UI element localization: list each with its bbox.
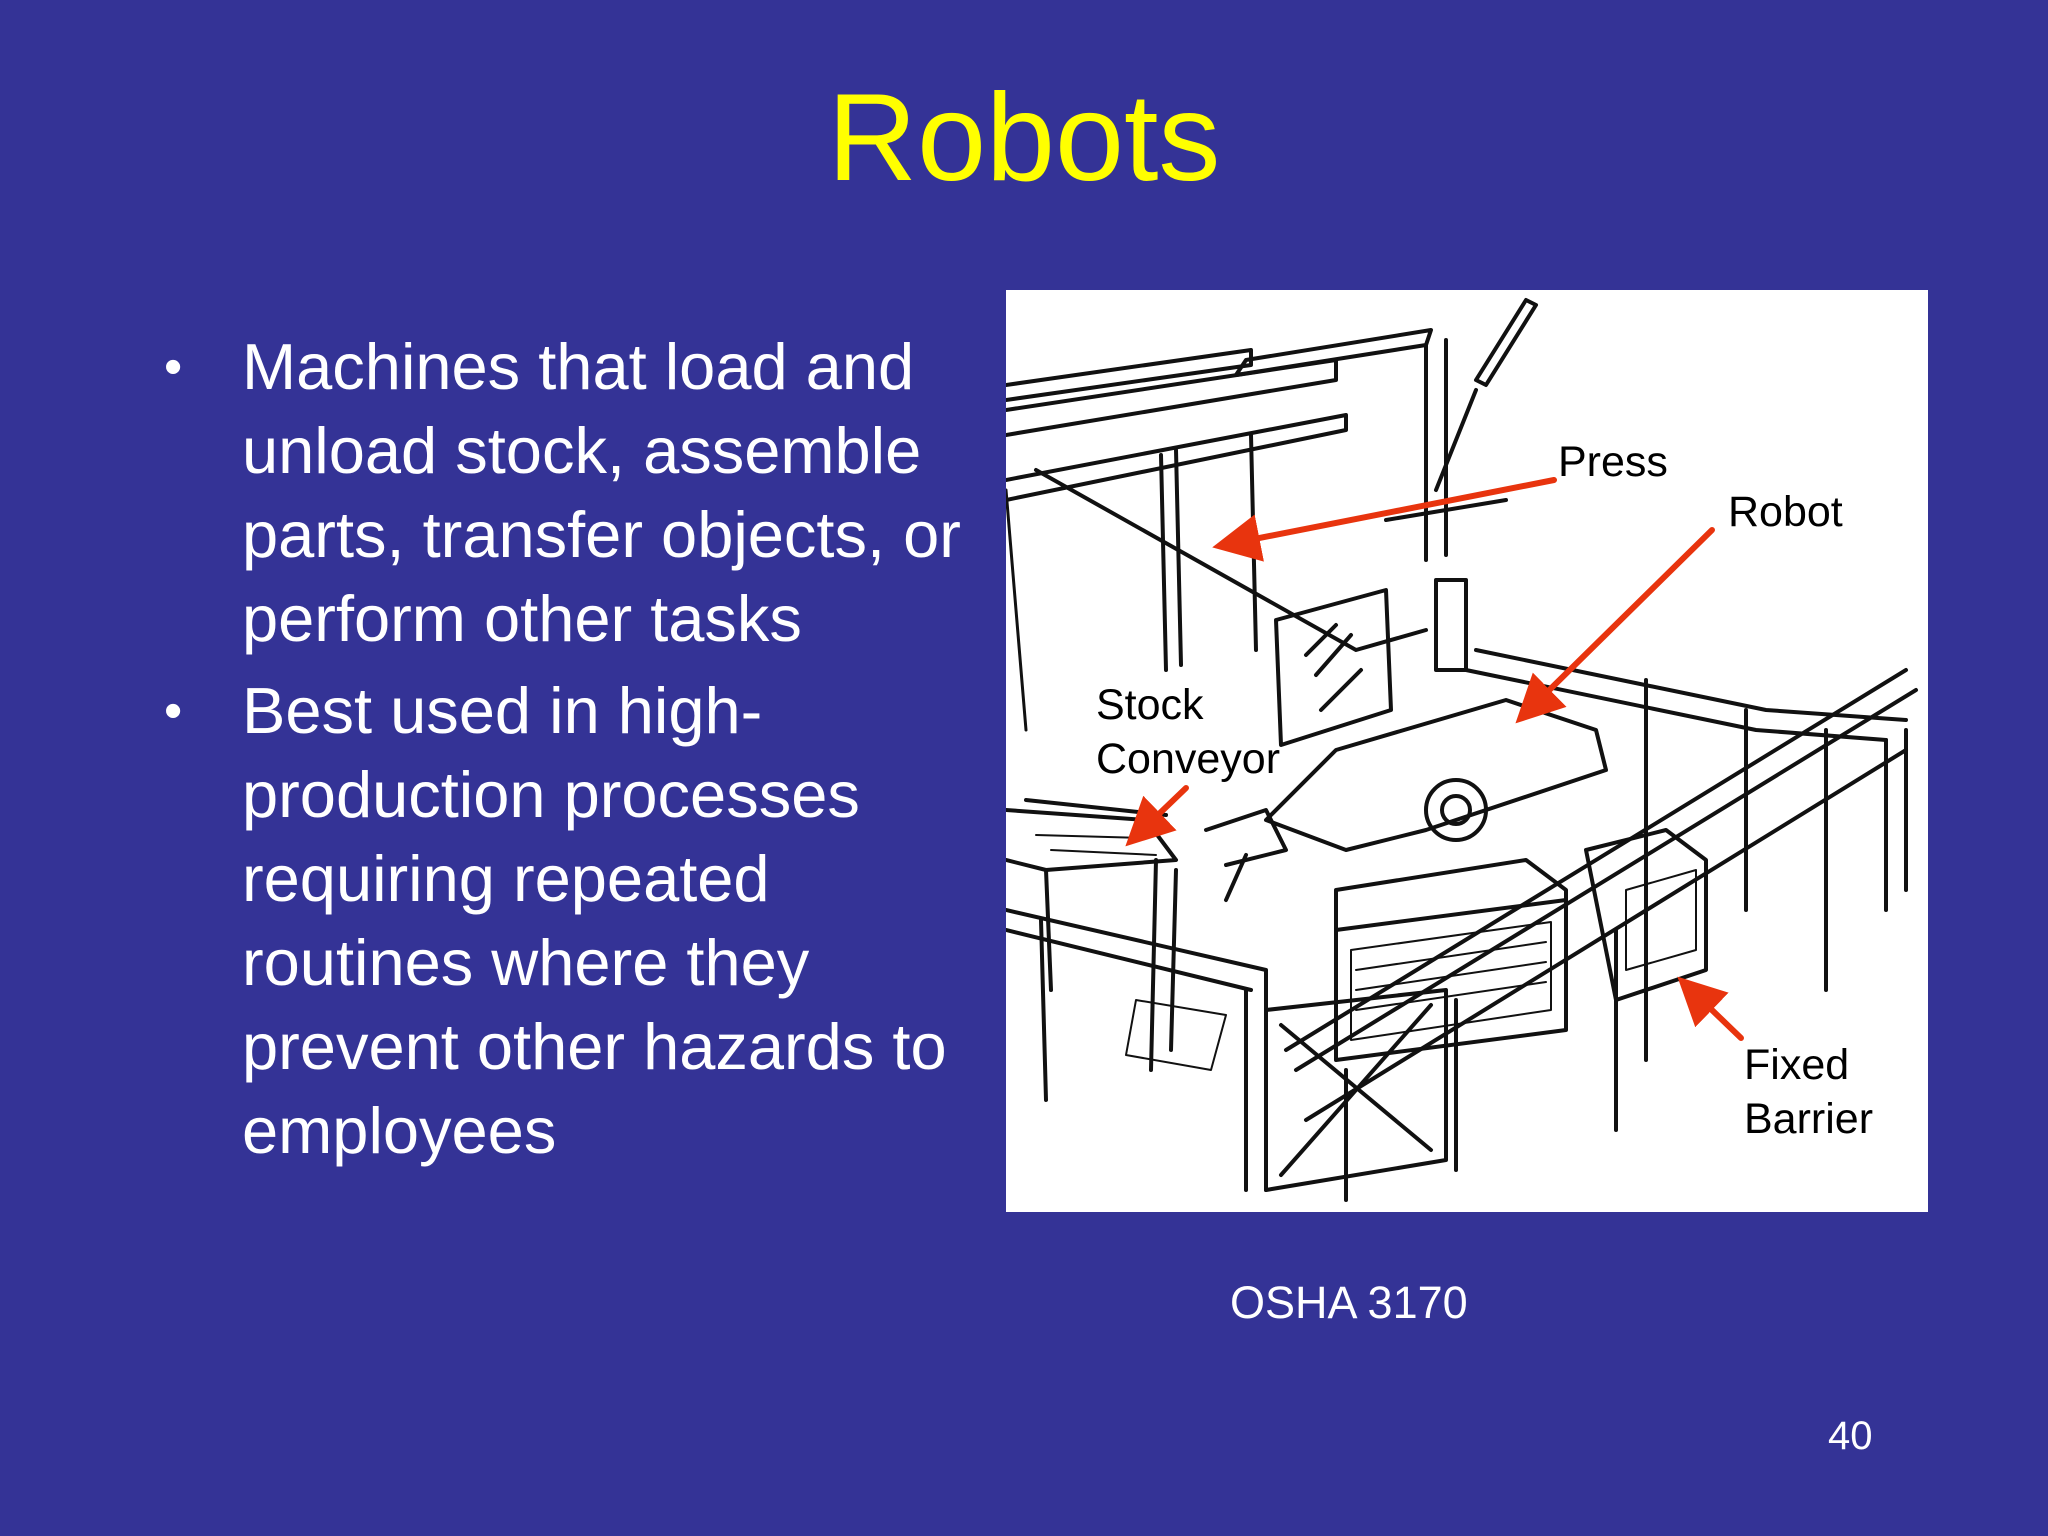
stock-conveyor-label: Stock Conveyor	[1096, 681, 1281, 783]
press-label: Press	[1558, 438, 1668, 486]
slide-title: Robots	[827, 69, 1221, 207]
page-number: 40	[1828, 1414, 1873, 1458]
fixed-barrier-label: Fixed Barrier	[1744, 1041, 1874, 1143]
stock-conveyor-arrow	[1125, 785, 1189, 847]
bullet-text: Machines that load and unload stock, ass…	[242, 330, 961, 655]
bullet-text: Best used in high-production processes r…	[242, 674, 947, 1167]
bullet-marker: •	[164, 682, 183, 740]
press-arrow	[1212, 477, 1557, 562]
figure-caption: OSHA 3170	[1230, 1277, 1468, 1328]
line-art	[1006, 298, 1918, 1202]
robot-arrow	[1515, 527, 1715, 724]
robot-workcell-illustration: Press Robot Stock Conveyor Fixed Barrier	[1006, 290, 1928, 1212]
bullet-marker: •	[164, 338, 183, 396]
robot-workcell-drawing	[1006, 298, 1918, 1202]
callout-arrows	[1125, 477, 1744, 1041]
bullet-list: • Machines that load and unload stock, a…	[160, 325, 980, 1181]
fixed-barrier-arrow	[1677, 976, 1744, 1041]
bullet-item: • Machines that load and unload stock, a…	[160, 325, 980, 661]
robot-label: Robot	[1728, 488, 1843, 536]
bullet-item: • Best used in high-production processes…	[160, 669, 980, 1173]
